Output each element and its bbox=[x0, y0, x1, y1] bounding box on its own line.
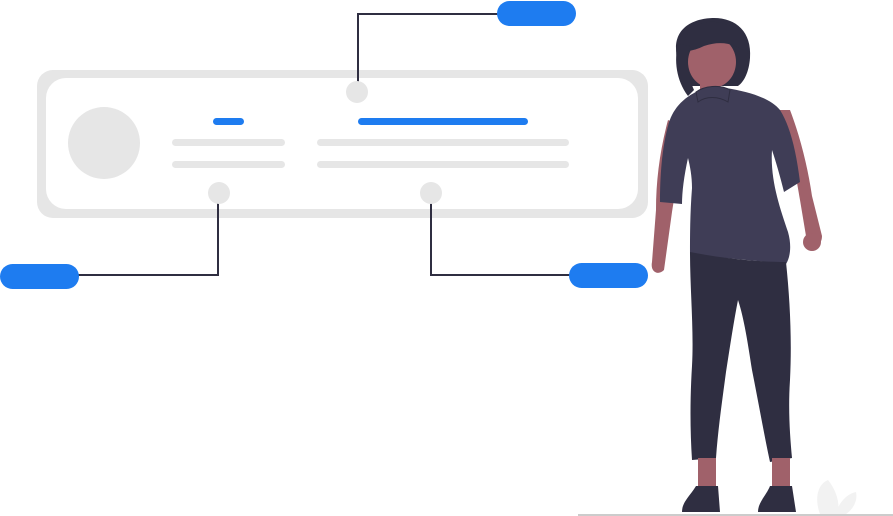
long-label-bar bbox=[358, 118, 528, 125]
callout-pill-icon bbox=[569, 263, 648, 288]
text-line-left-2 bbox=[172, 161, 285, 168]
connector-dot-icon bbox=[420, 182, 442, 204]
connectors bbox=[0, 1, 576, 289]
avatar-placeholder-icon bbox=[68, 107, 140, 179]
short-label-bar bbox=[213, 118, 244, 125]
connector-dot-icon bbox=[346, 81, 368, 103]
connector-dot-icon bbox=[208, 182, 230, 204]
standing-woman-icon bbox=[651, 18, 822, 512]
profile-card-icon bbox=[37, 70, 648, 218]
connector-line-left bbox=[78, 193, 219, 276]
plant-icon bbox=[817, 480, 857, 514]
text-line-left-1 bbox=[172, 139, 285, 146]
callout-pill-icon bbox=[0, 264, 79, 289]
callout-pill-icon bbox=[497, 1, 576, 26]
connector-line-top bbox=[357, 13, 500, 92]
connector-line-right bbox=[430, 193, 572, 276]
text-line-right-1 bbox=[317, 139, 569, 146]
text-line-right-2 bbox=[317, 161, 569, 168]
